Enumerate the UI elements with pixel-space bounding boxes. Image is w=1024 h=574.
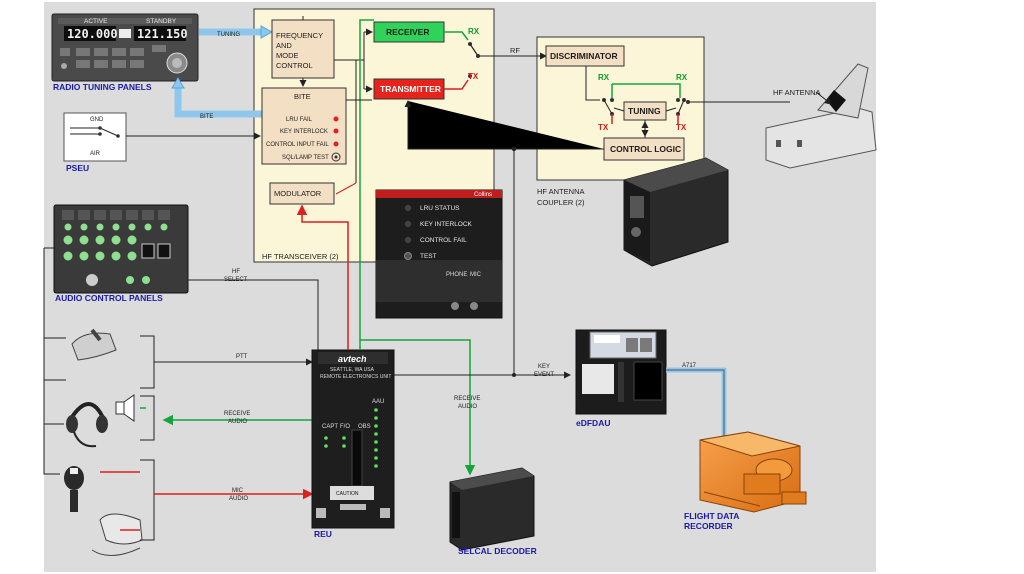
- freq-mode-label-1: FREQUENCY: [276, 31, 323, 40]
- reu-title: REU: [314, 529, 332, 539]
- bite-block[interactable]: [261, 87, 347, 165]
- coupler-rx-label-right: RX: [676, 73, 688, 82]
- fdr-title-1: FLIGHT DATA: [684, 511, 739, 521]
- rf-link-label: RF: [510, 46, 520, 55]
- bite-key-interlock: KEY INTERLOCK: [280, 129, 328, 135]
- bite-lru-fail: LRU FAIL: [286, 117, 313, 123]
- reu-capt: CAPT: [322, 424, 338, 430]
- reu-city: SEATTLE, WA USA: [330, 367, 375, 373]
- front-key-interlock: KEY INTERLOCK: [420, 221, 473, 228]
- selcal-decoder-unit[interactable]: [449, 467, 535, 551]
- key-interlock-led: [333, 128, 339, 134]
- hf-select-label-2: SELECT: [224, 277, 248, 283]
- key-event-label-1: KEY: [538, 364, 550, 370]
- pseu-switch: GND AIR: [63, 112, 127, 162]
- audio-control-panels-title: AUDIO CONTROL PANELS: [55, 293, 163, 303]
- tuning-label: TUNING: [628, 106, 661, 116]
- front-test: TEST: [420, 253, 437, 260]
- hf-select-label-1: HF: [232, 269, 240, 275]
- reu-aau: AAU: [372, 399, 384, 405]
- freq-mode-label-4: CONTROL: [276, 61, 313, 70]
- transfer-button[interactable]: [119, 29, 131, 38]
- flight-data-recorder-unit[interactable]: [699, 431, 807, 513]
- bite-block-title: BITE: [294, 92, 311, 101]
- bite-sql-lamp-test: SQL/LAMP TEST: [282, 155, 329, 161]
- edfdau-title: eDFDAU: [576, 418, 610, 428]
- bite-link-label: BITE: [200, 114, 213, 120]
- audio-control-panel[interactable]: [53, 204, 189, 294]
- bite-link: [174, 86, 262, 118]
- bite-control-input-fail: CONTROL INPUT FAIL: [266, 142, 329, 148]
- radio-tuning-panel[interactable]: ACTIVE STANDBY 120.000 121.150: [51, 13, 199, 82]
- pseu-air-label: AIR: [90, 151, 101, 157]
- reu-brand: avtech: [338, 354, 367, 364]
- mic-audio-label-1: MIC: [232, 488, 244, 494]
- control-logic-label: CONTROL LOGIC: [610, 144, 681, 154]
- modulator-label: MODULATOR: [274, 189, 322, 198]
- selcal-decoder-title: SELCAL DECODER: [458, 546, 537, 556]
- a717-link-label: A717: [682, 363, 697, 369]
- oxygen-mask-image: [91, 513, 143, 556]
- pseu-title: PSEU: [66, 163, 89, 173]
- transceiver-front-panel[interactable]: Collins LRU STATUS KEY INTERLOCK CONTROL…: [375, 189, 503, 319]
- ptt-switch-image: [71, 328, 117, 361]
- freq-mode-label-3: MODE: [276, 51, 299, 60]
- control-input-fail-led: [333, 141, 339, 147]
- tuning-link-label: TUNING: [217, 32, 240, 38]
- standby-frequency: 121.150: [137, 27, 188, 41]
- transmitter-label: TRANSMITTER: [380, 84, 441, 94]
- mic-jack[interactable]: [470, 302, 478, 310]
- reu-obs: OBS: [358, 424, 371, 430]
- phone-jack[interactable]: [451, 302, 459, 310]
- receive-audio-2-label-2: AUDIO: [458, 404, 477, 410]
- edfdau-unit[interactable]: [575, 329, 667, 415]
- front-phone-label: PHONE: [446, 272, 467, 278]
- discriminator-block[interactable]: [545, 45, 625, 67]
- mic-audio-label-2: AUDIO: [229, 496, 248, 502]
- coupler-tx-label-left: TX: [598, 123, 609, 132]
- lru-fail-led: [333, 116, 339, 122]
- transceiver-tx-label: TX: [468, 72, 479, 81]
- rtp-buttons: [60, 45, 166, 68]
- front-control-fail: CONTROL FAIL: [420, 237, 467, 244]
- modulator-block[interactable]: [269, 182, 335, 205]
- hf-coupler-title-2: COUPLER (2): [537, 198, 585, 207]
- discriminator-label: DISCRIMINATOR: [550, 51, 618, 61]
- coupler-tx-label-right: TX: [676, 123, 687, 132]
- front-mic-label: MIC: [470, 272, 482, 278]
- fdr-title-2: RECORDER: [684, 521, 733, 531]
- headset-image: [66, 402, 108, 448]
- receiver-label: RECEIVER: [386, 27, 429, 37]
- reu-caution: CAUTION: [336, 491, 359, 497]
- reu-fo: F/O: [340, 424, 350, 430]
- reu-unit[interactable]: avtech SEATTLE, WA USA REMOTE ELECTRONIC…: [311, 349, 395, 529]
- hf-coupler-unit-image: [623, 157, 729, 267]
- radio-tuning-panels-title: RADIO TUNING PANELS: [53, 82, 152, 92]
- active-frequency: 120.000: [67, 27, 118, 41]
- hand-mic-image: [64, 466, 84, 512]
- hf-antenna-label: HF ANTENNA: [773, 88, 821, 97]
- active-label: ACTIVE: [84, 18, 108, 25]
- pseu-gnd-label: GND: [90, 117, 104, 123]
- transceiver-rx-label: RX: [468, 27, 480, 36]
- freq-mode-label-2: AND: [276, 41, 292, 50]
- speaker-icon: [115, 394, 135, 422]
- key-event-label-2: EVENT: [534, 372, 554, 378]
- coupler-rx-label-left: RX: [598, 73, 610, 82]
- sql-lamp-test-button[interactable]: [331, 152, 341, 162]
- receive-audio-1-label-1: RECEIVE: [224, 411, 250, 417]
- receive-audio-2-label-1: RECEIVE: [454, 396, 480, 402]
- hf-transceiver-title: HF TRANSCEIVER (2): [262, 252, 339, 261]
- hf-coupler-title-1: HF ANTENNA: [537, 187, 585, 196]
- front-lru-status: LRU STATUS: [420, 205, 460, 212]
- reu-desc: REMOTE ELECTRONICS UNIT: [320, 374, 391, 380]
- receive-audio-1-label-2: AUDIO: [228, 419, 247, 425]
- standby-label: STANDBY: [146, 18, 177, 25]
- ptt-link-label: PTT: [236, 354, 248, 360]
- front-panel-brand: Collins: [474, 192, 492, 198]
